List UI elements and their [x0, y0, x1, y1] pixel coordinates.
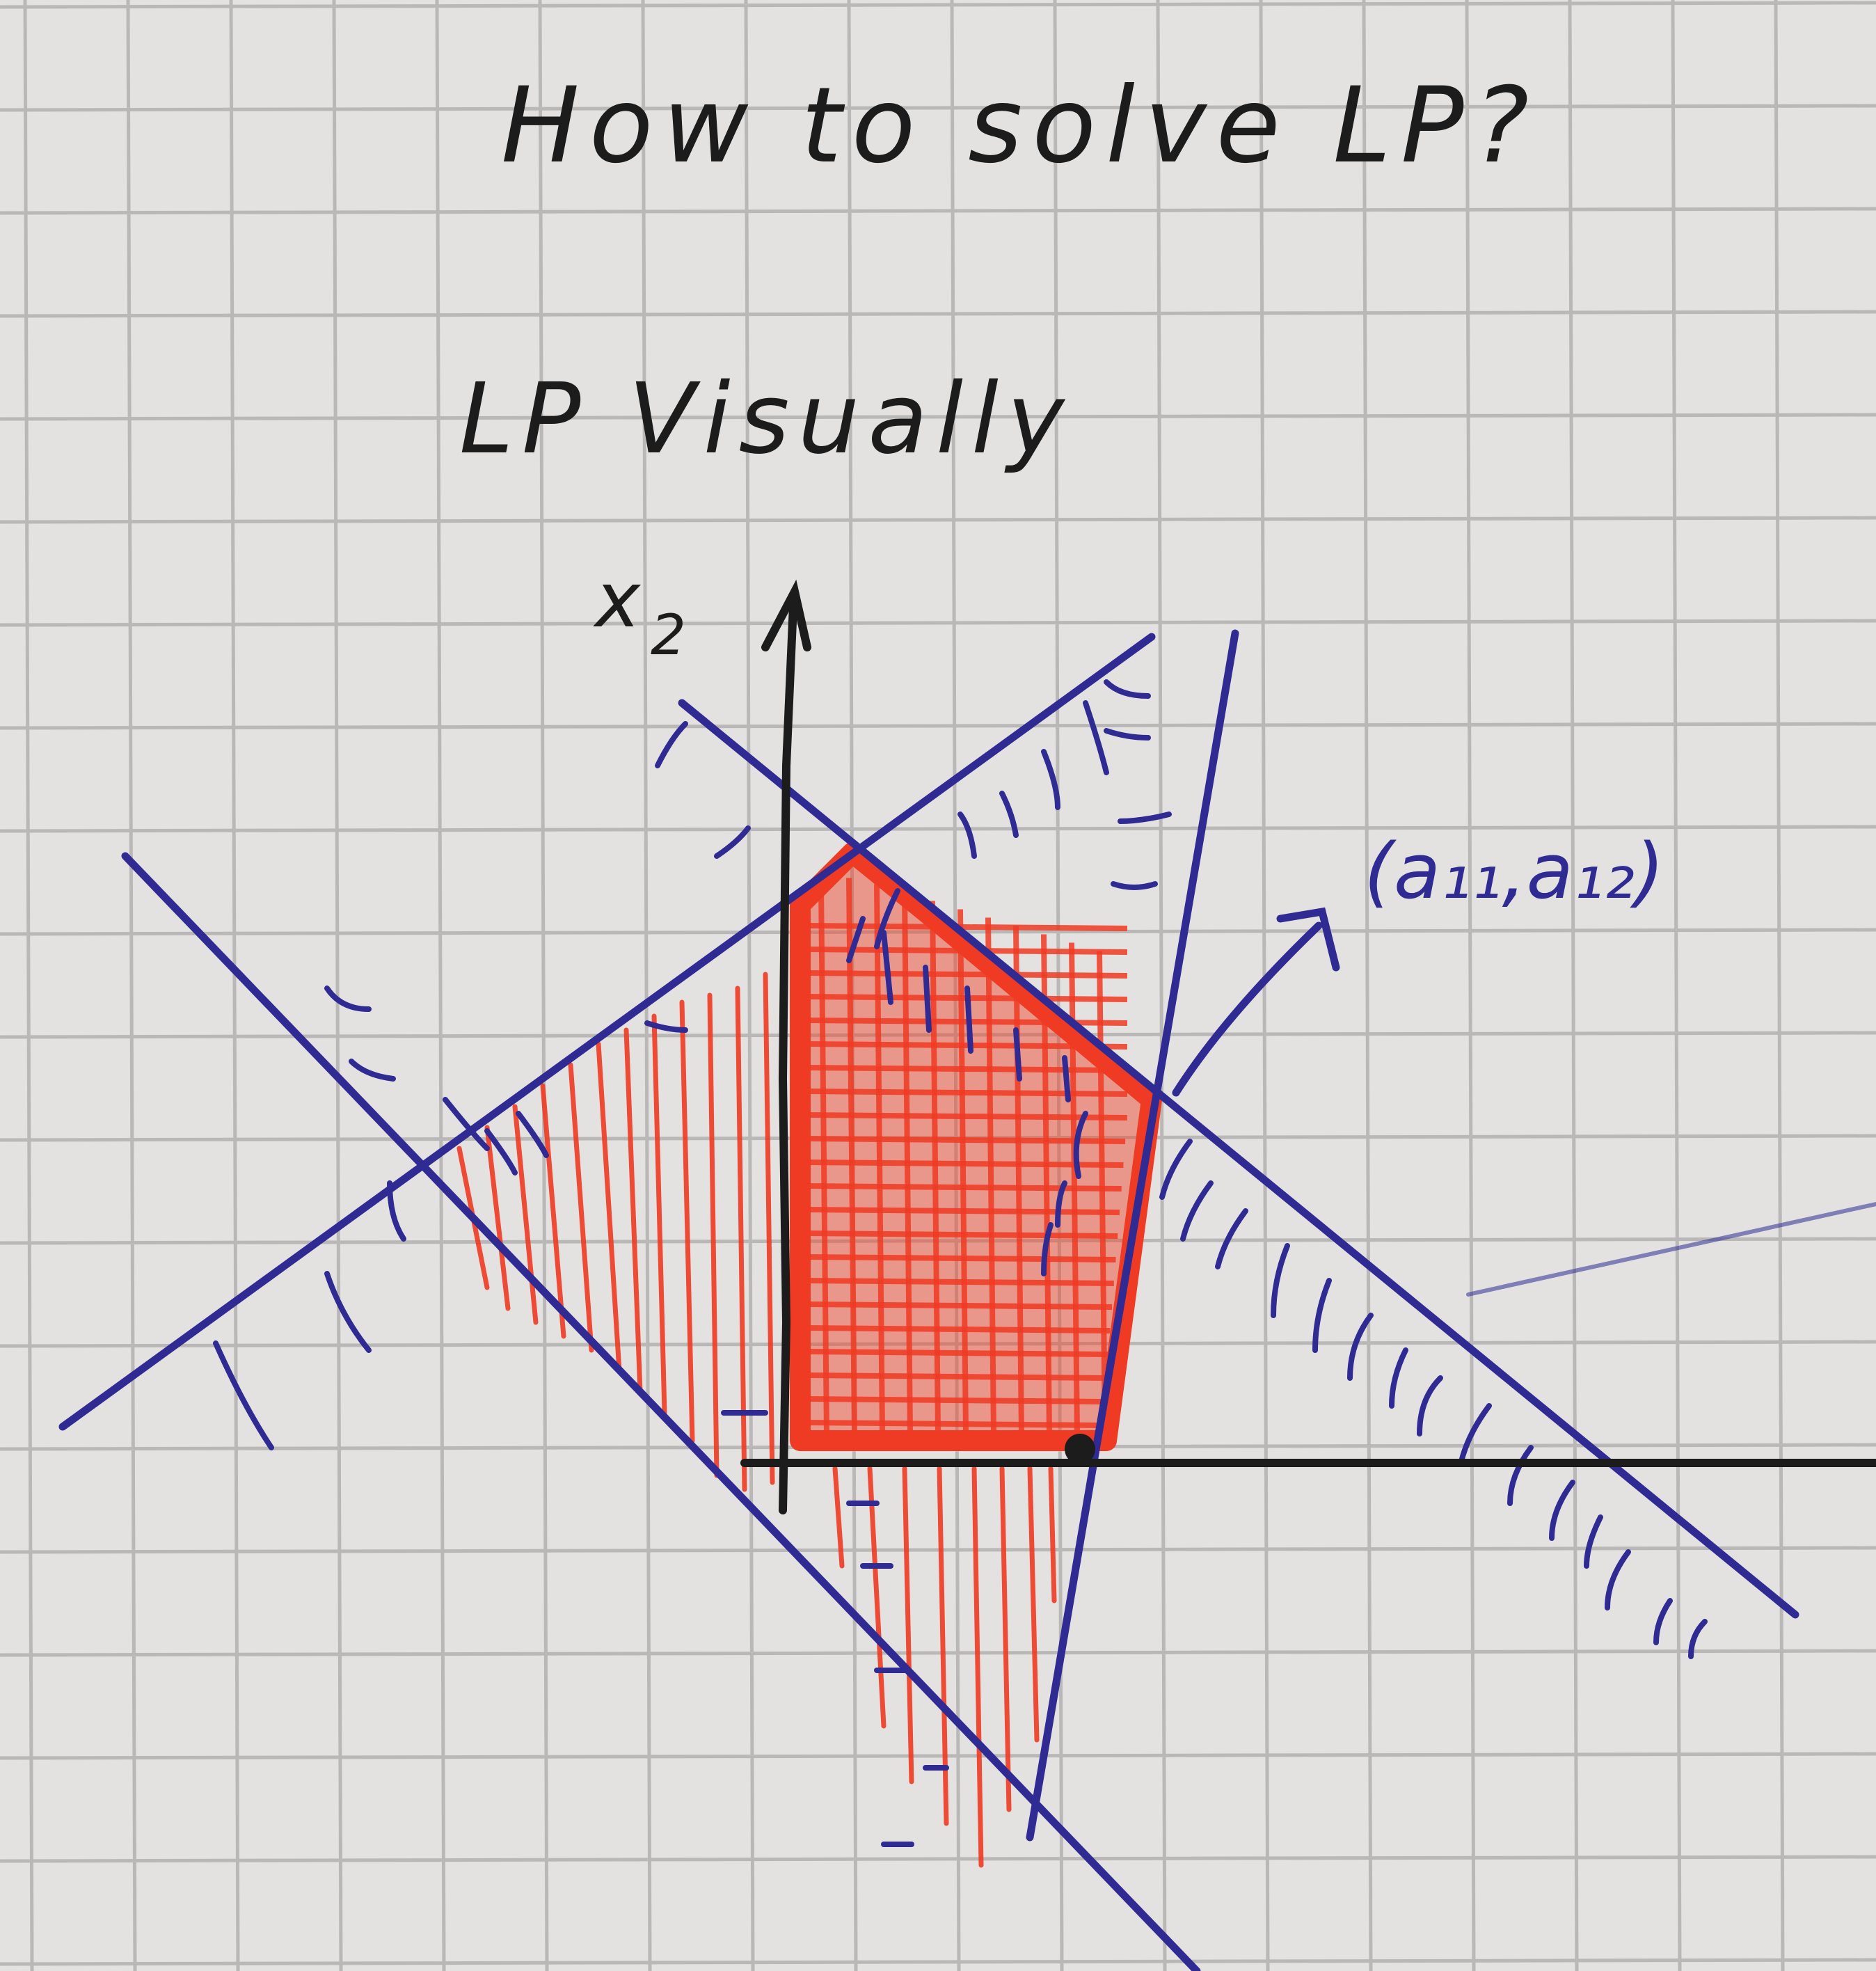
grid-line-horizontal	[0, 516, 1876, 524]
grid-line-horizontal	[0, 722, 1876, 730]
grid-line-vertical	[744, 0, 755, 1971]
hatch-line-horizontal	[806, 1349, 1108, 1357]
grid-line-horizontal	[0, 619, 1876, 627]
grid-line-horizontal	[0, 310, 1876, 318]
grid-line-vertical	[229, 0, 240, 1971]
x2-axis-arrowhead	[761, 579, 811, 651]
normal-vector-arrow	[1172, 907, 1340, 1097]
hatch-line-vertical	[846, 878, 857, 1434]
section-heading: LP Visually	[459, 363, 1073, 476]
grid-line-vertical	[23, 0, 34, 1971]
hatch-line-vertical	[985, 917, 996, 1434]
constraint-line-falling-lower	[121, 852, 1201, 1971]
grid-line-horizontal	[0, 1752, 1876, 1760]
coordinate-axes	[740, 579, 1876, 1514]
hatch-line-horizontal	[806, 1041, 1128, 1050]
grid-line-vertical	[950, 0, 961, 1971]
hatch-line-horizontal	[806, 1065, 1128, 1073]
grid-line-horizontal	[0, 1546, 1876, 1554]
hatch-line-horizontal	[806, 1372, 1106, 1381]
grid-line-vertical	[1671, 0, 1682, 1971]
grid-line-vertical	[1465, 0, 1476, 1971]
hatch-line-horizontal	[806, 1325, 1111, 1333]
grid-line-vertical	[1362, 0, 1373, 1971]
hatch-line-vertical	[930, 901, 941, 1434]
hatch-line-horizontal	[806, 1089, 1128, 1097]
constraint-line-rising	[58, 633, 1156, 1431]
grid-line-horizontal	[0, 825, 1876, 833]
hatch-line-horizontal	[806, 970, 1128, 979]
grid-line-horizontal	[0, 1, 1876, 9]
hatch-line-vertical	[957, 909, 969, 1434]
grid-line-horizontal	[0, 1031, 1876, 1039]
hatch-line-vertical	[902, 892, 913, 1434]
hatch-line-vertical	[1097, 951, 1108, 1434]
x2-axis-label-subscript: 2	[651, 603, 686, 667]
constraint-line-steep	[1026, 629, 1239, 1842]
grid-line-vertical	[435, 0, 446, 1971]
hatch-line-vertical	[1041, 934, 1052, 1434]
optimal-vertex-dot	[1065, 1434, 1095, 1464]
hatch-line-horizontal	[806, 1420, 1103, 1428]
x2-axis-label: x	[593, 555, 642, 644]
hatch-line-horizontal	[806, 1278, 1114, 1286]
page-title: How to solve LP?	[501, 65, 1539, 187]
hatch-line-horizontal	[806, 923, 1128, 931]
hatch-line-horizontal	[806, 1112, 1127, 1121]
hatch-line-vertical	[818, 886, 829, 1434]
grid-line-vertical	[641, 0, 652, 1971]
grid-line-horizontal	[0, 207, 1876, 215]
grid-line-vertical	[332, 0, 343, 1971]
grid-line-vertical	[126, 0, 137, 1971]
constraint-hatches	[213, 679, 1876, 1847]
normal-vector-label: (a₁₁,a₁₂)	[1364, 827, 1664, 916]
grid-line-vertical	[1774, 0, 1785, 1971]
grid-line-vertical	[538, 0, 549, 1971]
x2-axis	[778, 601, 797, 1514]
grid-line-vertical	[1156, 0, 1167, 1971]
grid-line-vertical	[1568, 0, 1579, 1971]
grid-line-horizontal	[0, 1855, 1876, 1863]
grid-line-horizontal	[0, 413, 1876, 421]
grid-line-horizontal	[0, 1649, 1876, 1657]
grid-line-horizontal	[0, 1958, 1876, 1966]
red-hatch-outside	[456, 972, 1057, 1868]
hatch-line-vertical	[1013, 926, 1024, 1434]
grid-line-horizontal	[0, 104, 1876, 112]
hatch-line-vertical	[874, 884, 885, 1434]
hatch-line-horizontal	[806, 1301, 1113, 1310]
